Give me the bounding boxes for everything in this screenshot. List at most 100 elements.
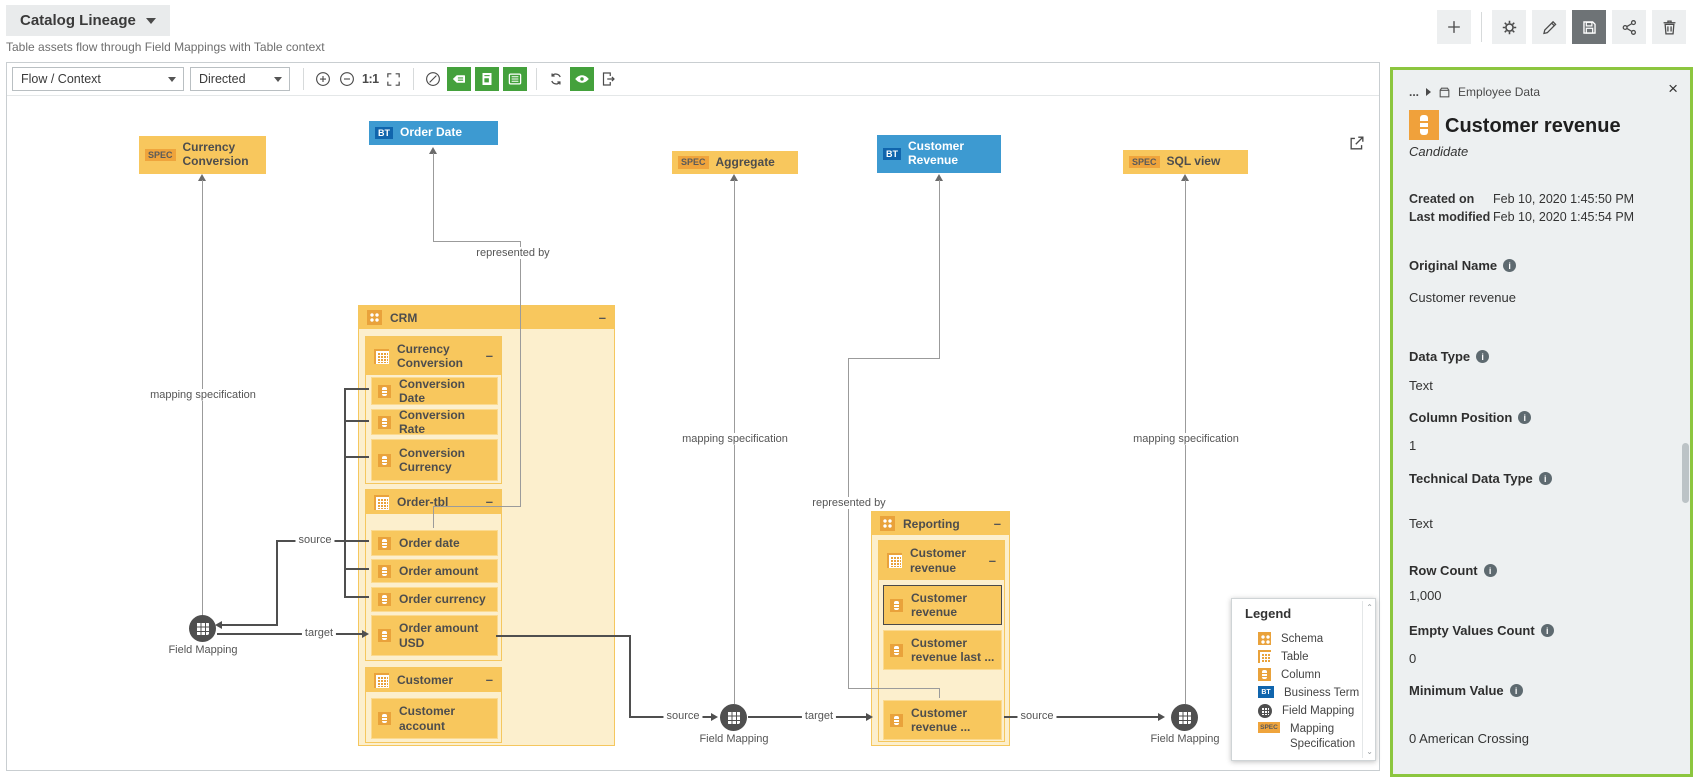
column-node-conversion-rate[interactable]: Conversion Rate [371, 408, 498, 436]
schema-node-reporting[interactable]: Reporting – Customer revenue – Customer … [871, 511, 1010, 746]
field-mapping-node-2[interactable] [720, 704, 747, 731]
table-header[interactable]: Currency Conversion – [366, 337, 501, 375]
column-icon [378, 712, 391, 725]
edit-button[interactable] [1532, 10, 1566, 44]
table-header[interactable]: Customer revenue – [879, 541, 1004, 580]
info-icon[interactable]: i [1476, 350, 1490, 363]
diagram-actions [1437, 10, 1686, 44]
table-icon [374, 672, 389, 688]
column-label: Customer revenue [911, 590, 968, 619]
view-selector-button[interactable]: Catalog Lineage [6, 5, 170, 36]
info-icon[interactable]: i [1483, 564, 1497, 577]
node-mapping-spec-sql-view[interactable]: SPEC SQL view [1123, 150, 1248, 174]
table-node-customer[interactable]: Customer – Customer account [365, 667, 502, 743]
chevron-right-icon [1426, 88, 1432, 96]
field-value-technical-data-type: Text [1409, 516, 1433, 531]
direction-select[interactable]: Directed [190, 67, 290, 91]
field-mapping-label: Field Mapping [1150, 733, 1220, 745]
column-node-customer-revenue-last[interactable]: Customer revenue last ... [883, 630, 1002, 670]
column-node-customer-revenue-agg[interactable]: Customer revenue ... [883, 700, 1002, 740]
column-node-order-date[interactable]: Order date [371, 530, 498, 556]
show-details-button[interactable] [502, 67, 527, 91]
node-mapping-spec-currency-conversion[interactable]: SPEC Currency Conversion [139, 136, 266, 174]
column-node-customer-revenue-selected[interactable]: Customer revenue [883, 585, 1002, 625]
info-icon[interactable]: i [1518, 411, 1532, 424]
settings-button[interactable] [1492, 10, 1526, 44]
schema-node-crm[interactable]: CRM – Currency Conversion – Conversion D… [358, 305, 615, 746]
breadcrumb-collapsed[interactable]: ... [1409, 85, 1420, 99]
zoom-reset-button[interactable]: 1:1 [362, 72, 379, 86]
schema-header-crm[interactable]: CRM – [359, 306, 614, 329]
info-icon[interactable]: i [1538, 472, 1552, 485]
breadcrumb[interactable]: ... Employee Data [1409, 85, 1540, 99]
schema-header-reporting[interactable]: Reporting – [872, 512, 1009, 535]
scroll-up-icon[interactable]: ⌃ [1366, 603, 1373, 612]
column-node-customer-account[interactable]: Customer account [371, 698, 498, 739]
share-button[interactable] [1612, 10, 1646, 44]
info-icon[interactable]: i [1540, 624, 1554, 637]
column-icon [890, 598, 903, 612]
table-node-customer-revenue[interactable]: Customer revenue – Customer revenue Cust… [878, 540, 1005, 742]
domain-icon [1439, 87, 1450, 97]
collapse-button[interactable]: – [485, 494, 493, 510]
business-term-icon: BT [1258, 686, 1274, 698]
open-external-button[interactable] [1347, 133, 1367, 153]
column-node-order-amount[interactable]: Order amount [371, 559, 498, 583]
column-icon [378, 593, 391, 606]
show-preview-button[interactable] [474, 67, 499, 91]
column-node-order-amount-usd[interactable]: Order amount USD [371, 615, 498, 656]
info-icon[interactable]: i [1509, 684, 1523, 697]
visibility-button[interactable] [569, 67, 594, 91]
spec-badge: SPEC [145, 148, 176, 162]
column-icon [378, 536, 391, 550]
document-icon [482, 73, 492, 85]
export-button[interactable] [596, 67, 620, 91]
table-header[interactable]: Customer – [366, 668, 501, 692]
plus-icon [1448, 21, 1460, 33]
field-mapping-node-3[interactable] [1171, 704, 1198, 731]
node-label: Currency Conversion [182, 140, 249, 168]
zoom-in-button[interactable] [311, 67, 335, 91]
close-icon[interactable]: × [1668, 79, 1678, 98]
column-node-conversion-date[interactable]: Conversion Date [371, 377, 498, 405]
draw-mode-button[interactable] [421, 67, 445, 91]
collapse-button[interactable]: – [993, 516, 1001, 531]
panel-scrollbar[interactable] [1682, 443, 1689, 503]
collapse-button[interactable]: – [988, 552, 996, 568]
node-label: Order Date [400, 125, 463, 140]
add-button[interactable] [1437, 10, 1471, 44]
column-label: Order amount USD [399, 621, 479, 650]
legend-scrollbar[interactable] [1362, 601, 1373, 758]
collapse-button[interactable]: – [485, 348, 493, 364]
column-icon [890, 643, 903, 657]
breadcrumb-parent[interactable]: Employee Data [1458, 85, 1541, 99]
collapse-button[interactable]: – [598, 310, 606, 325]
node-mapping-spec-aggregate[interactable]: SPEC Aggregate [672, 151, 798, 174]
refresh-button[interactable] [544, 67, 568, 91]
column-node-order-currency[interactable]: Order currency [371, 587, 498, 612]
node-business-term-customer-revenue[interactable]: BT Customer Revenue [877, 135, 1001, 173]
table-node-currency-conversion[interactable]: Currency Conversion – Conversion Date Co… [365, 336, 502, 484]
layout-select[interactable]: Flow / Context [12, 67, 184, 91]
collapse-button[interactable]: – [485, 672, 493, 688]
node-business-term-order-date[interactable]: BT Order Date [369, 121, 498, 145]
node-label: Customer Revenue [908, 139, 965, 167]
column-node-conversion-currency[interactable]: Conversion Currency [371, 439, 498, 481]
scroll-down-icon[interactable]: ⌄ [1366, 747, 1373, 756]
show-labels-button[interactable] [446, 67, 471, 91]
info-icon[interactable]: i [1503, 259, 1517, 272]
column-label: Customer revenue ... [911, 705, 971, 734]
delete-button[interactable] [1652, 10, 1686, 44]
column-icon [890, 713, 903, 727]
table-node-order-tbl[interactable]: Order-tbl – Order date Order amount Orde… [365, 489, 502, 661]
field-mapping-node-1[interactable] [189, 615, 216, 642]
column-icon [378, 453, 391, 467]
pencil-icon [1542, 20, 1556, 34]
save-button[interactable] [1572, 10, 1606, 44]
lineage-canvas[interactable]: Flow / Context Directed 1:1 SPEC [6, 62, 1380, 771]
zoom-out-button[interactable] [335, 67, 359, 91]
fit-screen-button[interactable] [382, 67, 406, 91]
column-label: Conversion Date [399, 376, 466, 405]
